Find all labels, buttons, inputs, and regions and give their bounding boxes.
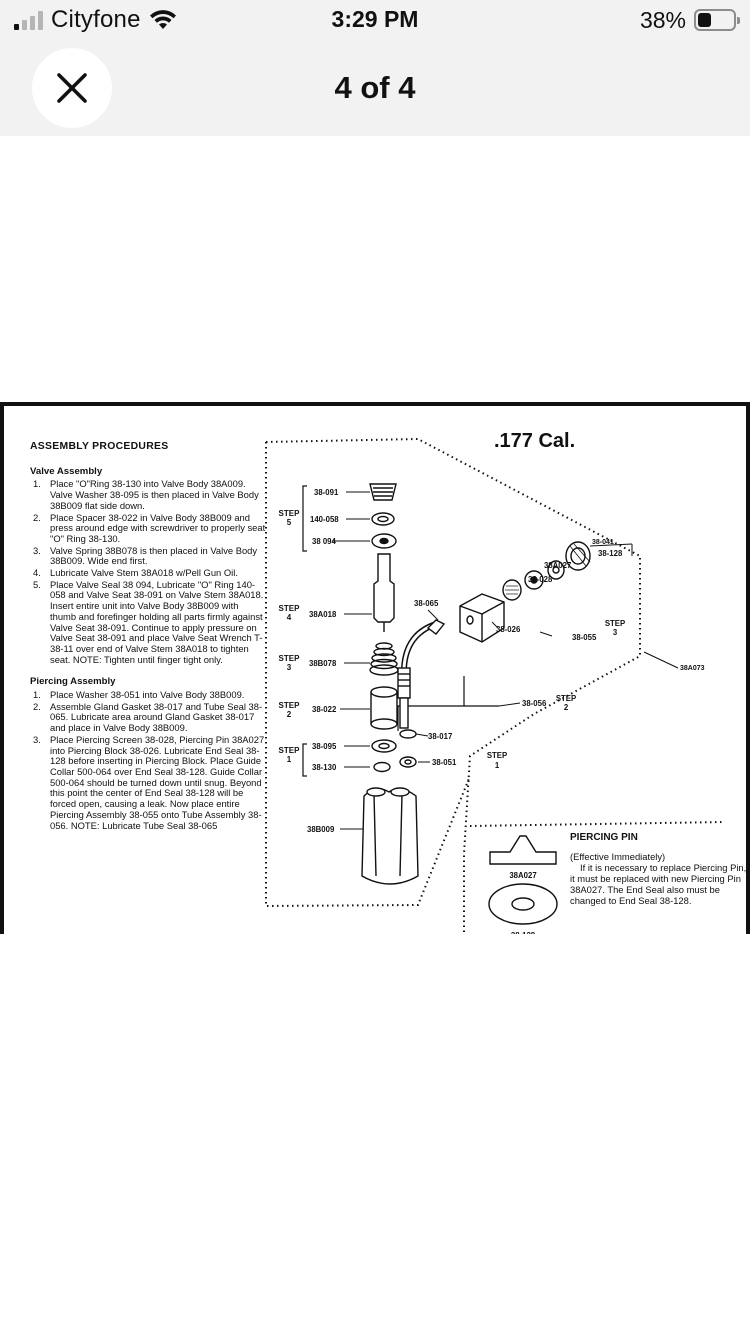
part-label: 140-058 xyxy=(310,515,339,524)
step-4-label: STEP xyxy=(279,604,301,613)
step-3-label: STEP xyxy=(279,654,301,663)
part-label: 38-017 xyxy=(428,732,452,741)
part-label: 38-095 xyxy=(312,742,337,751)
part-label: 38-056 xyxy=(522,699,547,708)
step-5-label: STEP xyxy=(279,509,301,518)
list-item: 2.Assemble Gland Gasket 38-017 and Tube … xyxy=(33,700,263,734)
list-item: 2.Place Spacer 38-022 in Valve Body 38B0… xyxy=(33,511,266,544)
list-item: 1.Place Washer 38-051 into Valve Body 38… xyxy=(33,689,245,701)
piercing-steps: 1.Place Washer 38-051 into Valve Body 38… xyxy=(30,689,266,831)
part-label: 38-130 xyxy=(312,763,337,772)
part-label: 38A073 xyxy=(680,665,705,672)
svg-text:1: 1 xyxy=(495,761,500,770)
list-item: 1.Place "O"Ring 38-130 into Valve Body 3… xyxy=(33,478,259,511)
step-right-label: STEP xyxy=(605,619,625,628)
svg-text:2: 2 xyxy=(564,703,569,712)
piercing-pin-subtitle: (Effective Immediately) xyxy=(570,851,666,862)
close-icon xyxy=(57,73,87,103)
part-label: 38-065 xyxy=(414,599,439,608)
svg-text:2: 2 xyxy=(287,710,292,719)
part-label: 38-041 xyxy=(592,539,614,546)
part-label: 38-051 xyxy=(432,758,457,767)
part-label: 38-128 xyxy=(598,549,623,558)
part-label: 38A018 xyxy=(309,610,337,619)
svg-text:1: 1 xyxy=(287,755,292,764)
step-right-label: STEP xyxy=(487,751,507,760)
image-viewer[interactable]: STEP 5 STEP 4 STEP 3 STEP 2 STEP 1 38-09… xyxy=(0,136,750,1334)
document-image: STEP 5 STEP 4 STEP 3 STEP 2 STEP 1 38-09… xyxy=(0,402,750,934)
svg-text:4: 4 xyxy=(287,613,292,622)
list-item: 3.Valve Spring 38B078 is then placed in … xyxy=(33,544,258,567)
part-label: 38 094 xyxy=(312,537,337,546)
close-button[interactable] xyxy=(32,48,112,128)
status-right: 38% xyxy=(639,6,740,34)
svg-text:3: 3 xyxy=(287,663,292,672)
part-label: 38B078 xyxy=(309,659,337,668)
step-2-label: STEP xyxy=(279,701,301,710)
pin-part-label: 38A027 xyxy=(509,871,536,880)
procedures-title: ASSEMBLY PROCEDURES xyxy=(30,441,169,452)
caliber-heading: .177 Cal. xyxy=(494,430,576,452)
step-1-label: STEP xyxy=(279,746,301,755)
valve-steps: 1.Place "O"Ring 38-130 into Valve Body 3… xyxy=(30,478,266,665)
svg-text:3: 3 xyxy=(613,628,618,637)
page-counter: 4 of 4 xyxy=(334,70,416,105)
wifi-icon xyxy=(149,10,176,29)
status-bar: Cityfone 3:29 PM 38% xyxy=(0,0,750,40)
part-label: 38-055 xyxy=(572,633,597,642)
list-item: 4.Lubricate Valve Stem 38A018 w/Pell Gun… xyxy=(33,567,238,579)
status-left: Cityfone xyxy=(14,6,177,34)
seal-part-label: 38-128 xyxy=(511,931,536,934)
svg-text:5: 5 xyxy=(287,518,292,527)
piercing-pin-notice: PIERCING PIN (Effective Immediately) If … xyxy=(570,832,747,906)
piercing-pin-body: If it is necessary to replace Piercing P… xyxy=(570,862,747,906)
exploded-diagram: STEP 5 STEP 4 STEP 3 STEP 2 STEP 1 38-09… xyxy=(265,437,725,934)
carrier-name: Cityfone xyxy=(51,6,141,33)
battery-fill xyxy=(698,13,711,27)
status-time: 3:29 PM xyxy=(331,6,419,32)
list-item: 5.Place Valve Seal 38 094, Lubricate "O"… xyxy=(33,578,264,665)
list-item: 3.Place Piercing Screen 38-028, Piercing… xyxy=(33,733,265,831)
battery-percent: 38% xyxy=(639,6,686,33)
valve-assembly-heading: Valve Assembly xyxy=(30,465,103,477)
part-label: 38A027 xyxy=(544,561,571,570)
piercing-assembly-heading: Piercing Assembly xyxy=(30,676,116,688)
part-label: 38-091 xyxy=(314,488,339,497)
step-right-label: STEP xyxy=(556,694,576,703)
part-label: 38-028 xyxy=(528,575,553,584)
signal-icon xyxy=(14,10,43,30)
part-label: 38-022 xyxy=(312,705,337,714)
battery-icon xyxy=(694,9,740,31)
assembly-procedures: ASSEMBLY PROCEDURES Valve Assembly 1.Pla… xyxy=(30,441,266,832)
part-label: 38-026 xyxy=(496,625,521,634)
viewer-nav-bar: 4 of 4 xyxy=(0,40,750,136)
part-label: 38B009 xyxy=(307,825,335,834)
piercing-pin-title: PIERCING PIN xyxy=(570,832,638,843)
